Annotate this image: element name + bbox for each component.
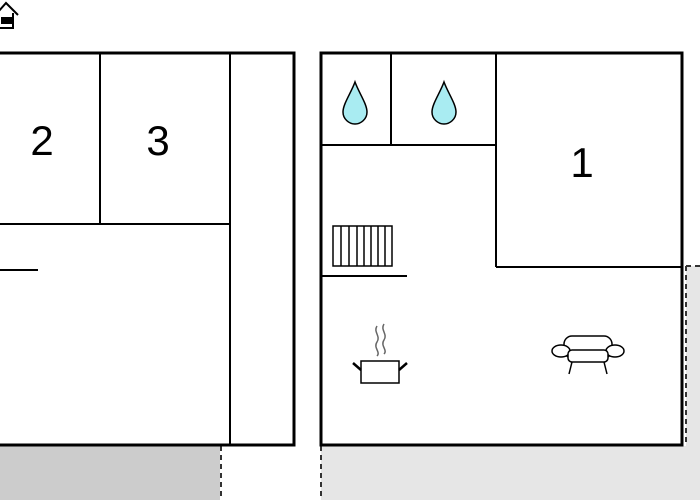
room-2-label: 2 bbox=[30, 117, 53, 164]
house-icon bbox=[0, 1, 19, 29]
stairs-icon bbox=[332, 225, 393, 267]
left-floor bbox=[0, 51, 296, 447]
right-terrace-dashed-edge bbox=[320, 265, 700, 500]
right-side-terrace bbox=[686, 266, 700, 500]
room-3-label: 3 bbox=[146, 117, 169, 164]
right-floor bbox=[319, 51, 684, 447]
water-drop-icon bbox=[431, 79, 457, 125]
left-terrace bbox=[0, 446, 220, 500]
right-floor-outline bbox=[319, 51, 684, 447]
sofa-icon bbox=[551, 335, 625, 375]
outdoor-areas bbox=[0, 265, 700, 500]
water-drop-icon bbox=[342, 79, 368, 125]
room-1-label: 1 bbox=[570, 139, 593, 186]
left-floor-outline bbox=[0, 51, 296, 447]
right-terrace bbox=[321, 446, 700, 500]
cooking-pot-icon bbox=[352, 323, 408, 384]
